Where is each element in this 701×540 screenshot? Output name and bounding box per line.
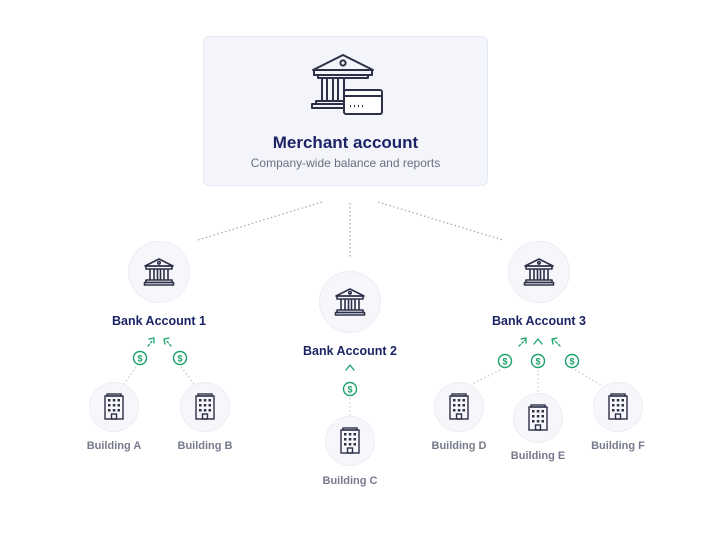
arrow-head-a <box>148 337 155 344</box>
svg-text:$: $ <box>502 356 507 366</box>
bank-icon <box>143 258 175 286</box>
arrow-building-c <box>345 364 355 371</box>
office-building-icon <box>104 393 124 420</box>
svg-text:$: $ <box>347 384 352 394</box>
bank-icon <box>523 258 555 286</box>
dollar-coin-icon: $ <box>530 353 546 369</box>
arrow-head-f <box>551 337 558 345</box>
svg-text:$: $ <box>569 356 574 366</box>
dollar-coins: $ $ $ $ $ $ <box>132 350 580 397</box>
building-f-label: Building F <box>591 440 645 452</box>
building-f-node[interactable] <box>593 382 643 432</box>
bank-account-2-label: Bank Account 2 <box>302 344 397 358</box>
dollar-coin-icon: $ <box>342 381 358 397</box>
building-d-label: Building D <box>431 440 487 452</box>
office-building-icon <box>340 427 360 454</box>
bank-account-3-node[interactable] <box>508 241 570 303</box>
building-a-node[interactable] <box>89 382 139 432</box>
svg-text:$: $ <box>535 356 540 366</box>
office-building-icon <box>528 404 548 431</box>
office-building-icon <box>195 393 215 420</box>
link-coin-building-b <box>180 366 195 385</box>
building-b-node[interactable] <box>180 382 230 432</box>
building-d-node[interactable] <box>434 382 484 432</box>
dollar-coin-icon: $ <box>132 350 148 366</box>
dollar-coin-icon: $ <box>564 353 580 369</box>
building-b-label: Building B <box>177 440 233 452</box>
arrow-building-e <box>533 338 543 345</box>
bank-icon <box>334 288 366 316</box>
bank-account-3-label: Bank Account 3 <box>491 314 586 328</box>
bank-card-icon <box>311 54 383 115</box>
arrow-head-d <box>520 337 527 344</box>
link-coin-building-a <box>123 366 137 385</box>
link-coin-building-f <box>574 369 604 387</box>
merchant-title: Merchant account <box>272 133 419 152</box>
office-building-icon <box>608 393 628 420</box>
arrow-building-f <box>553 339 561 347</box>
bank-account-2-node[interactable] <box>319 271 381 333</box>
bank-account-1-label: Bank Account 1 <box>111 314 206 328</box>
link-merchant-bank3 <box>377 201 504 241</box>
svg-text:$: $ <box>177 353 182 363</box>
building-e-node[interactable] <box>513 393 563 443</box>
merchant-account-card[interactable]: Merchant account Company-wide balance an… <box>203 36 488 186</box>
arrow-building-d <box>518 339 526 347</box>
svg-text:$: $ <box>137 353 142 363</box>
arrow-head-b <box>163 337 170 345</box>
bank-account-1-node[interactable] <box>128 241 190 303</box>
building-c-label: Building C <box>322 475 378 487</box>
arrow-building-a <box>147 339 154 347</box>
office-building-icon <box>449 393 469 420</box>
link-merchant-bank1 <box>197 201 323 241</box>
dollar-coin-icon: $ <box>172 350 188 366</box>
building-a-label: Building A <box>86 440 142 452</box>
building-e-label: Building E <box>510 450 566 462</box>
arrow-building-b <box>165 339 172 347</box>
dollar-coin-icon: $ <box>497 353 513 369</box>
merchant-subtitle: Company-wide balance and reports <box>250 156 441 170</box>
link-coin-building-d <box>471 369 501 385</box>
building-c-node[interactable] <box>325 416 375 466</box>
